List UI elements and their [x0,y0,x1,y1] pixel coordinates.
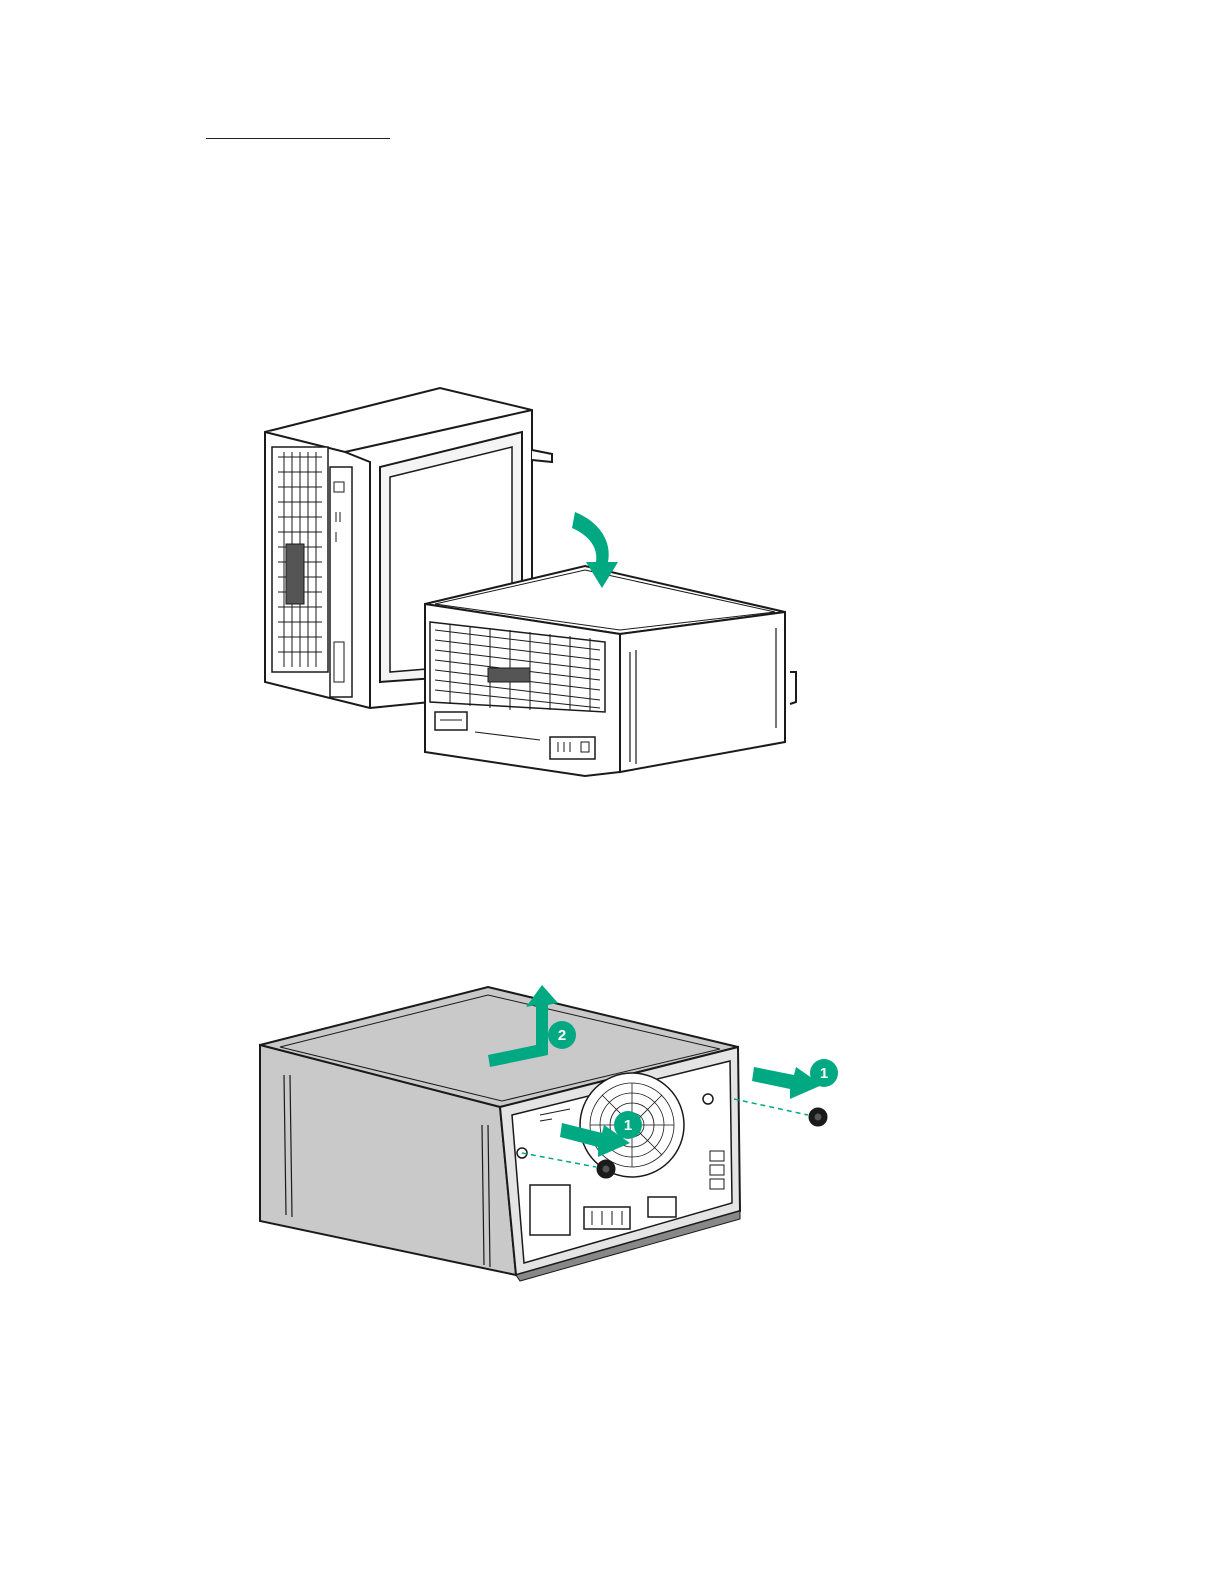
server-rear-icon [260,987,740,1281]
remove-panel-illustration: 1 1 2 [240,975,880,1285]
rotate-server-illustration [240,372,820,792]
server-horizontal-icon [425,566,796,776]
svg-text:2: 2 [558,1027,566,1044]
svg-text:1: 1 [624,1117,632,1134]
figure-remove-access-panel: 1 1 2 [240,975,880,1285]
callout-step-2: 2 [548,1021,576,1049]
callout-step-1a: 1 [614,1111,642,1139]
header-rule [206,138,390,139]
figure-rotate-server [240,372,820,792]
callout-step-1b: 1 [810,1059,838,1087]
svg-text:1: 1 [820,1065,828,1082]
